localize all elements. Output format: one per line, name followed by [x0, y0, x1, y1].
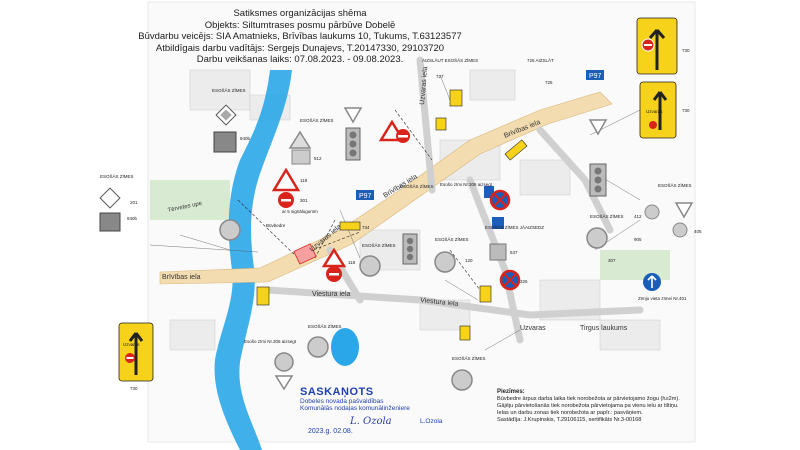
roadworks-sign-2: 118	[321, 247, 356, 282]
stamp-line-1: Dobeles novada pašvaldības	[300, 398, 384, 405]
svg-text:734: 734	[362, 225, 370, 230]
svg-text:Zīmju vieta zīmei Nr.401: Zīmju vieta zīmei Nr.401	[638, 296, 687, 301]
svg-text:Būvbedre: Būvbedre	[266, 223, 286, 228]
svg-text:118: 118	[300, 178, 308, 183]
title-line-5: Darbu veikšanas laiks: 07.08.2023. - 09.…	[196, 54, 404, 65]
svg-text:ESOŠĀS ZĪMES: ESOŠĀS ZĪMES	[300, 117, 334, 123]
svg-text:512: 512	[314, 156, 322, 161]
detour-sign-bottom-left: Uzvaras 730	[118, 322, 154, 391]
title-line-1: Satiksmes organizācijas shēma	[233, 8, 367, 19]
svg-text:ESOŠĀS ZĪMES JĀAIZSEDZ: ESOŠĀS ZĪMES JĀAIZSEDZ	[485, 224, 544, 230]
svg-text:326: 326	[520, 279, 528, 284]
svg-text:Uzvaras: Uzvaras	[646, 109, 663, 114]
svg-text:730: 730	[130, 386, 138, 391]
road-brivibas	[159, 91, 613, 285]
svg-text:ar 5 signālugunīm: ar 5 signālugunīm	[282, 209, 318, 214]
stamp-name: L.Ozola	[420, 418, 443, 425]
svg-text:118: 118	[348, 260, 356, 265]
approval-stamp: SASKAŅOTS Dobeles novada pašvaldības Kom…	[300, 386, 490, 435]
traffic-light-2	[402, 233, 418, 265]
svg-text:ESOŠĀS ZĪMES: ESOŠĀS ZĪMES	[212, 87, 246, 93]
svg-text:P97: P97	[589, 73, 602, 80]
right-side-signs: 412 905 405 Zīmju vieta zīmei Nr.401	[634, 202, 702, 301]
notes-heading: Piezīmes:	[497, 389, 525, 395]
street-viestura-2: Viestura iela	[420, 297, 459, 308]
svg-text:725 AIZSLĀT: 725 AIZSLĀT	[527, 57, 554, 63]
svg-text:201: 201	[130, 200, 138, 205]
roadworks-sign-1: 118 301 ar 5 signālugunīm	[271, 167, 318, 214]
traffic-light-3	[588, 119, 608, 197]
svg-text:ESOŠĀS ZĪMES: ESOŠĀS ZĪMES	[362, 242, 396, 248]
pond	[331, 328, 359, 366]
svg-text:ESOŠĀS ZĪMES: ESOŠĀS ZĪMES	[400, 183, 434, 189]
svg-text:ESOŠĀS ZĪMES: ESOŠĀS ZĪMES	[658, 182, 692, 188]
svg-text:727: 727	[436, 74, 444, 79]
note-3: Ielas un darbu zonas tiek norobežota ar …	[497, 410, 643, 416]
svg-text:725: 725	[545, 80, 553, 85]
roadworks-sign-3	[378, 119, 410, 143]
existing-labels: ESOŠĀS ZĪMES ESOŠĀS ZĪMES ESOŠĀS ZĪMES E…	[308, 57, 692, 361]
river	[214, 70, 292, 450]
existing-round-signs	[219, 219, 608, 391]
street-tirgus: Tirgus laukums	[580, 325, 628, 332]
svg-text:730: 730	[682, 108, 690, 113]
yellow-small-signs: 734	[256, 89, 528, 341]
svg-text:ESOŠĀS ZĪMES: ESOŠĀS ZĪMES	[308, 323, 342, 329]
title-line-4: Atbildīgais darbu vadītājs: Sergejs Duna…	[155, 42, 445, 54]
title-line-2: Objekts: Siltumtrases posmu pārbūve Dobe…	[204, 19, 396, 31]
note-4: Sastādīja: J.Krupinskis, T.29106115, ser…	[497, 417, 642, 423]
work-pit-zone	[293, 243, 317, 265]
detour-sign-right-2: Uzvaras 730	[639, 81, 690, 139]
title-line-3: Būvdarbu veicējs: SIA Amatnieks, Brīvība…	[138, 31, 462, 42]
svg-text:120: 120	[465, 258, 473, 263]
svg-text:AIZSLĀUT ESOŠĀS ZĪMES: AIZSLĀUT ESOŠĀS ZĪMES	[422, 57, 478, 63]
svg-text:301: 301	[300, 198, 308, 203]
street-uzvaras-top: Uzvaras iela	[419, 66, 429, 105]
stamp-title: SASKAŅOTS	[300, 386, 374, 398]
svg-text:405: 405	[694, 229, 702, 234]
note-2: Gājēju pārvietošanās tiek norobežota pār…	[497, 403, 679, 409]
traffic-light-1	[343, 107, 363, 161]
street-uzvaras-low: Uzvaras	[520, 325, 546, 332]
existing-signs-group-c: ESOŠĀS ZĪMES 512	[288, 117, 334, 165]
stamp-signature: L. Ozola	[350, 416, 392, 427]
detour-sign-top-right: 730	[636, 17, 690, 75]
title-block: Satiksmes organizācijas shēma Objekts: S…	[130, 8, 470, 66]
svg-text:307: 307	[608, 258, 616, 263]
street-viestura-1: Viestura iela	[312, 291, 351, 298]
no-stopping-signs: 326	[489, 189, 528, 291]
street-brivibas-left: Brīvības iela	[162, 274, 201, 281]
svg-text:ESOŠĀS ZĪMES: ESOŠĀS ZĪMES	[452, 355, 486, 361]
note-1: Būvbedre ārpus darba laika tiek norobežo…	[497, 396, 680, 402]
stamp-date: 2023.g. 02.08.	[308, 428, 353, 435]
map-annotations: Esošo zīmi Nr.306 aizsegt Esošo zīmi Nr.…	[130, 74, 616, 344]
svg-text:P97: P97	[359, 193, 372, 200]
svg-text:840b: 840b	[240, 136, 251, 141]
roads-secondary	[264, 56, 644, 344]
svg-text:730: 730	[682, 48, 690, 53]
svg-text:905: 905	[634, 237, 642, 242]
parking-signs: P97 P97	[356, 70, 604, 229]
parks	[150, 180, 670, 280]
svg-text:Esošo zīmi Nr.306 aizsegt: Esošo zīmi Nr.306 aizsegt	[244, 339, 297, 344]
existing-signs-group-b: ESOŠĀS ZĪMES 840b	[99, 173, 138, 232]
stamp-line-2: Komunālās nodaļas komunālinženiere	[300, 405, 410, 412]
svg-text:537: 537	[510, 250, 518, 255]
svg-text:ESOŠĀS ZĪMES: ESOŠĀS ZĪMES	[590, 213, 624, 219]
svg-text:Esošo zīmi Nr.306 aizsegt: Esošo zīmi Nr.306 aizsegt	[440, 182, 493, 187]
svg-text:412: 412	[634, 214, 642, 219]
svg-text:ESOŠĀS ZĪMES: ESOŠĀS ZĪMES	[435, 236, 469, 242]
svg-text:Uzvaras: Uzvaras	[123, 342, 140, 347]
existing-signs-group-a: ESOŠĀS ZĪMES 840b	[212, 87, 251, 153]
notes-block: Piezīmes: Būvbedre ārpus darba laika tie…	[497, 389, 697, 424]
svg-text:ESOŠĀS ZĪMES: ESOŠĀS ZĪMES	[100, 173, 134, 179]
svg-text:840b: 840b	[127, 216, 138, 221]
